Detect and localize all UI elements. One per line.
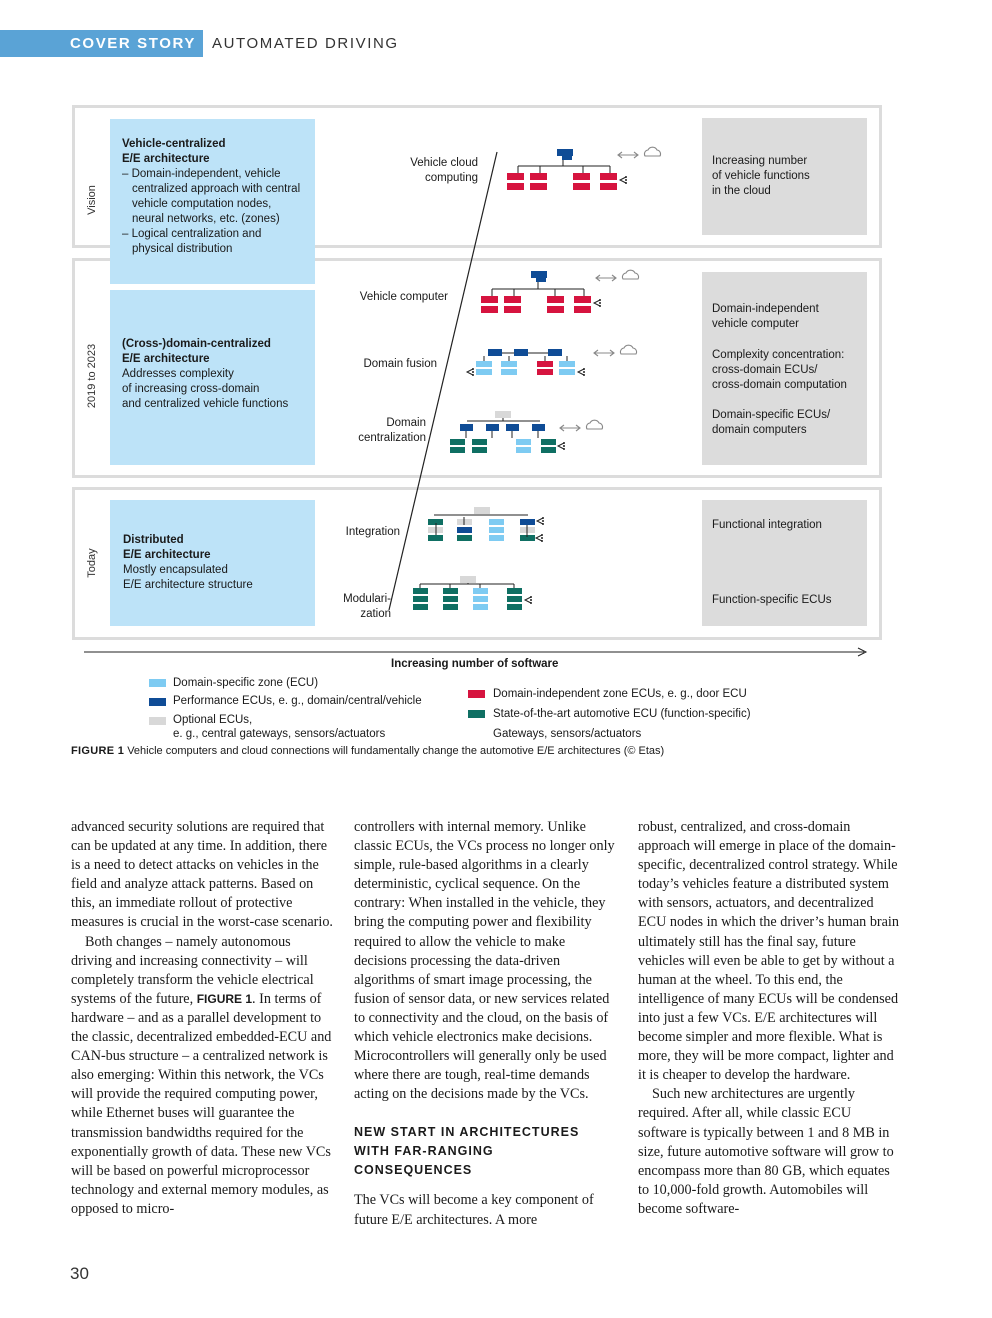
- diagram-vehicle-computer: [481, 269, 640, 313]
- today-line-2: E/E architecture structure: [123, 579, 253, 591]
- col2-paragraph-2: The VCs will become a key component of f…: [354, 1192, 594, 1228]
- page-number: 30: [70, 1264, 89, 1283]
- col1-p2-part-a: Both changes – namely autonomous driving…: [71, 933, 314, 1007]
- figure-reference: FIGURE 1: [196, 991, 253, 1006]
- col1-paragraph-2: Both changes – namely autonomous driving…: [71, 933, 333, 1219]
- grey-mid-c2: domain computers: [712, 424, 807, 436]
- progression-line: [388, 151, 498, 611]
- stage-dc-1: Domain: [386, 417, 426, 429]
- grey-today-a: Functional integration: [712, 519, 822, 531]
- body-column-2: controllers with internal memory. Unlike…: [354, 818, 616, 1230]
- legend-opt-1: Optional ECUs,: [173, 714, 253, 726]
- blue-box-vision: Vehicle-centralized E/E architecture – D…: [110, 119, 315, 284]
- stage-dc-2: centralization: [358, 432, 426, 444]
- stage-domain-centralization: Domain centralization: [306, 416, 426, 446]
- header-topic: AUTOMATED DRIVING: [212, 35, 399, 52]
- col1-p2-part-b: . In terms of hardware – and as a parall…: [71, 990, 332, 1217]
- vision-item-1: – Domain-independent, vehicle centralize…: [122, 168, 301, 225]
- diagram-modularization: [413, 576, 533, 610]
- vision-title-1: Vehicle-centralized: [122, 138, 226, 150]
- body-column-3: robust, centralized, and cross-domain ap…: [638, 818, 900, 1219]
- mid-title-1: (Cross-)domain-centralized: [122, 338, 271, 350]
- header-bar: [0, 30, 203, 57]
- stage-mod-1: Modulari-: [343, 593, 391, 605]
- blue-box-mid: (Cross-)domain-centralized E/E architect…: [110, 290, 315, 465]
- grey-vision-2: of vehicle functions: [712, 170, 810, 182]
- grey-mid-a1: Domain-independent: [712, 303, 819, 315]
- grey-mid-a2: vehicle computer: [712, 318, 799, 330]
- body-column-1: advanced security solutions are required…: [71, 818, 333, 1219]
- legend-opt-2: e. g., central gateways, sensors/actuato…: [173, 728, 386, 740]
- stage-integration: Integration: [345, 526, 400, 538]
- diagram-vision: [507, 146, 662, 190]
- col1-paragraph-1: advanced security solutions are required…: [71, 819, 333, 931]
- mid-title-2: E/E architecture: [122, 353, 210, 365]
- legend-gw: Gateways, sensors/actuators: [493, 728, 642, 740]
- today-title-2: E/E architecture: [123, 549, 211, 561]
- diagram-integration: [428, 507, 545, 543]
- col3-paragraph-1: robust, centralized, and cross-domain ap…: [638, 819, 899, 1084]
- stage-cloud: Vehicle cloud computing: [368, 156, 478, 186]
- mid-line-1: Addresses complexity: [122, 368, 234, 380]
- legend-indep: Domain-independent zone ECUs, e. g., doo…: [493, 688, 747, 700]
- diagram-domain-fusion: [466, 344, 638, 377]
- section-heading-2: WITH FAR-RANGING CONSEQUENCES: [354, 1144, 494, 1178]
- legend-swatch-indep: [468, 690, 485, 698]
- grey-box-mid: Domain-independent vehicle computer Comp…: [702, 272, 867, 465]
- stage-cloud-1: Vehicle cloud: [410, 157, 478, 169]
- today-title-1: Distributed: [123, 534, 184, 546]
- section-heading-1: NEW START IN ARCHITECTURES: [354, 1125, 580, 1140]
- architecture-diagram: [84, 146, 868, 657]
- header-section: COVER STORY: [70, 35, 196, 52]
- legend-swatch-opt: [149, 717, 166, 725]
- legend-perf: Performance ECUs, e. g., domain/central/…: [173, 695, 422, 707]
- figure-caption: FIGURE 1 Vehicle computers and cloud con…: [71, 745, 664, 757]
- col3-paragraph-2: Such new architectures are urgently requ…: [638, 1086, 894, 1217]
- grey-mid-c1: Domain-specific ECUs/: [712, 409, 831, 421]
- grey-mid-b2: cross-domain ECUs/: [712, 364, 818, 376]
- grey-mid-b3: cross-domain computation: [712, 379, 847, 391]
- caption-text: Vehicle computers and cloud connections …: [127, 745, 665, 757]
- x-axis-label: Increasing number of software: [391, 658, 559, 670]
- legend-swatch-sota: [468, 710, 485, 718]
- section-heading: NEW START IN ARCHITECTURES WITH FAR-RANG…: [354, 1123, 616, 1180]
- caption-label: FIGURE 1: [71, 745, 125, 757]
- today-line-1: Mostly encapsulated: [123, 564, 228, 576]
- stage-modularization: Modulari- zation: [291, 592, 391, 622]
- stage-cloud-2: computing: [424, 172, 478, 184]
- vision-title-2: E/E architecture: [122, 153, 210, 165]
- grey-box-vision: Increasing number of vehicle functions i…: [702, 118, 867, 235]
- stage-domain-fusion: Domain fusion: [363, 358, 437, 370]
- legend-swatch-zone: [149, 679, 166, 687]
- legend-zone: Domain-specific zone (ECU): [173, 677, 319, 689]
- grey-vision-3: in the cloud: [712, 185, 771, 197]
- mid-line-3: and centralized vehicle functions: [122, 398, 289, 410]
- blue-box-today: Distributed E/E architecture Mostly enca…: [110, 500, 315, 626]
- grey-mid-b1: Complexity concentration:: [712, 349, 845, 361]
- stage-mod-2: zation: [360, 608, 391, 620]
- col2-paragraph-1: controllers with internal memory. Unlike…: [354, 819, 615, 1103]
- vision-item-2: – Logical centralization and physical di…: [122, 228, 262, 255]
- grey-vision-1: Increasing number: [712, 155, 808, 167]
- grey-box-today: Functional integration Function-specific…: [702, 500, 867, 626]
- grey-today-b: Function-specific ECUs: [712, 594, 832, 606]
- diagram-domain-centralization: [450, 411, 604, 453]
- legend-swatch-perf: [149, 698, 166, 706]
- legend-sota: State-of-the-art automotive ECU (functio…: [493, 708, 751, 720]
- mid-line-2: of increasing cross-domain: [122, 383, 260, 395]
- stage-vehicle-computer: Vehicle computer: [359, 291, 448, 303]
